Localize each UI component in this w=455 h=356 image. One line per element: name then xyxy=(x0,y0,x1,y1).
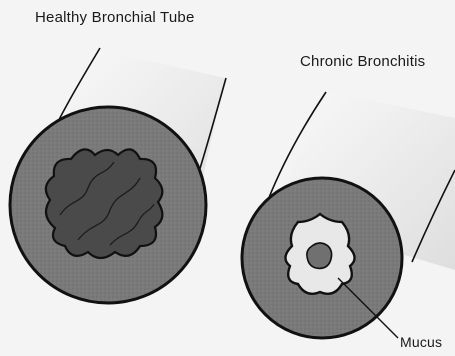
healthy-tube-inner-lining xyxy=(46,149,163,258)
mucus-label: Mucus xyxy=(400,334,442,350)
chronic-bronchitis-tube xyxy=(242,92,455,338)
mucus-plug xyxy=(307,243,332,268)
chronic-bronchitis-label: Chronic Bronchitis xyxy=(300,53,425,70)
healthy-bronchial-tube xyxy=(10,48,226,303)
healthy-tube-label: Healthy Bronchial Tube xyxy=(35,9,195,26)
